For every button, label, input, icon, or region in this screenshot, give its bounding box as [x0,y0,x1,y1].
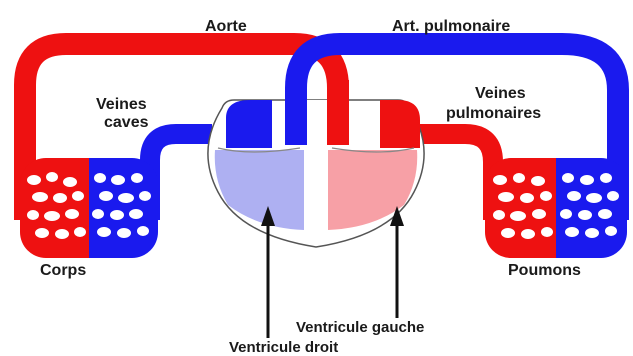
right-ventricle-arrow [261,206,275,338]
label-venae-cavae-line2: caves [104,114,149,131]
lungs-capillary-bed [485,158,627,258]
label-pulmonary-artery: Art. pulmonaire [392,18,510,35]
left-ventricle-arrow [390,206,404,318]
label-body: Corps [40,262,86,279]
pulmonary-trunk [285,95,307,145]
label-aorta: Aorte [205,18,247,35]
body-capillary-bed [20,158,158,258]
septum [304,100,328,240]
label-pulmonary-veins-line2: pulmonaires [446,105,541,122]
right-atrium [226,100,272,148]
right-ventricle-chamber [215,150,304,230]
label-pulmonary-veins-line1: Veines [475,85,526,102]
label-right-ventricle: Ventricule droit [229,339,338,356]
label-lungs: Poumons [508,262,581,279]
aortic-root [327,95,349,145]
left-atrium [380,100,420,148]
left-ventricle-chamber [328,150,417,230]
venae-cavae-vessel [150,134,212,220]
label-venae-cavae-line1: Veines [96,96,147,113]
label-left-ventricle: Ventricule gauche [296,319,424,336]
pulmonary-veins-vessel [418,134,493,220]
